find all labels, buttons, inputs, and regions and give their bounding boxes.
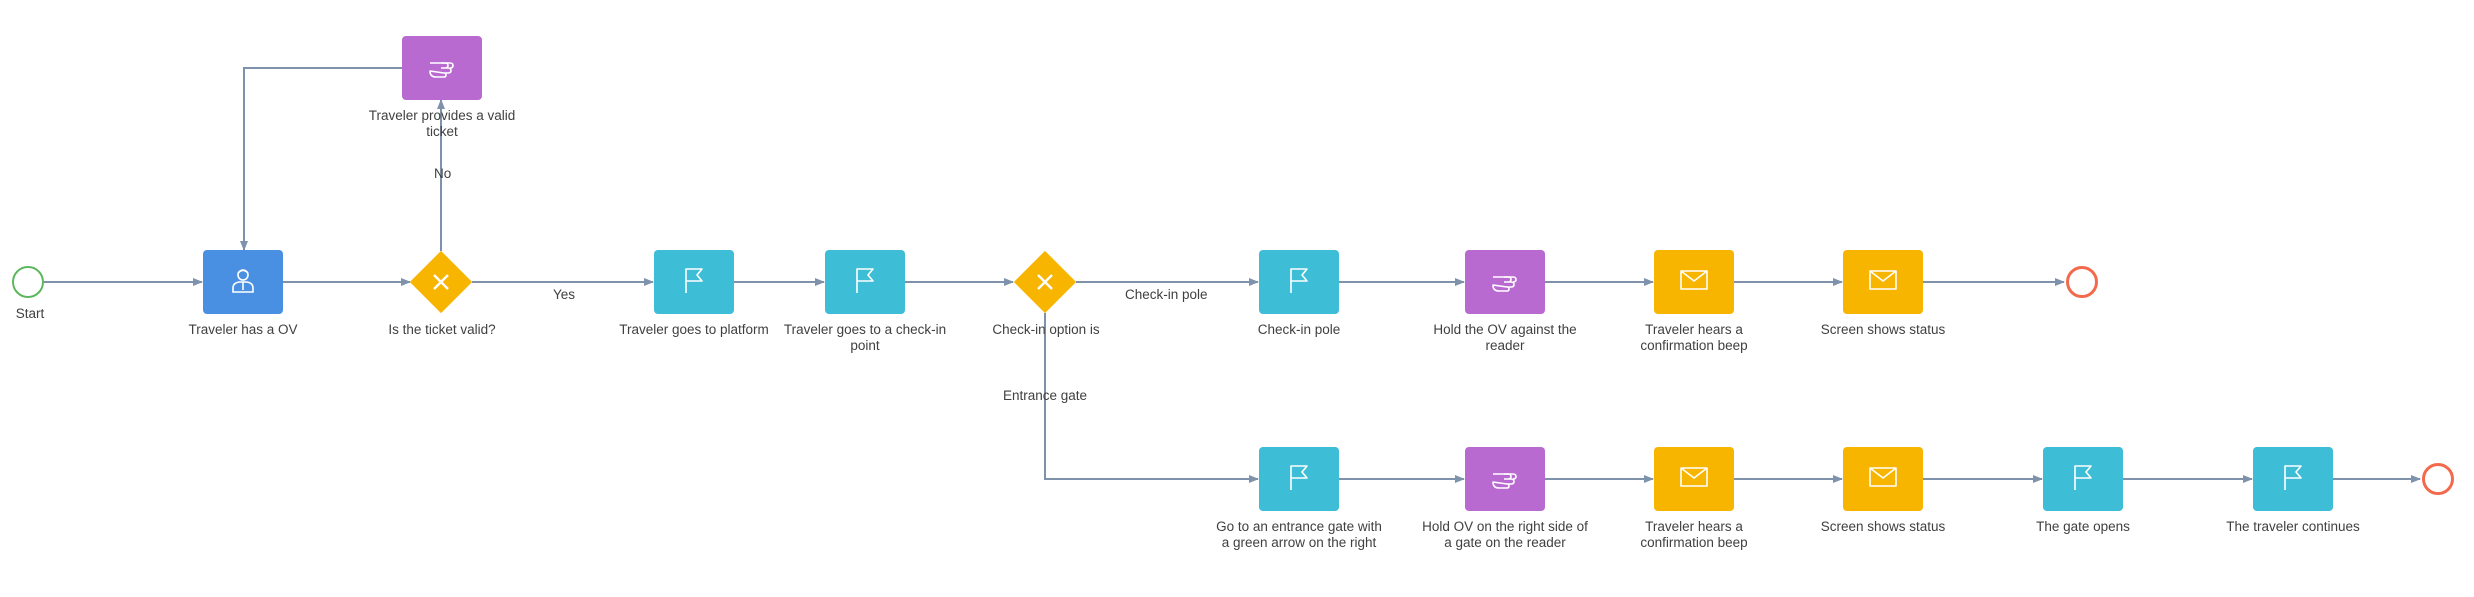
- task-traveler-continues-label: The traveler continues: [2226, 519, 2360, 534]
- flag-icon: [1286, 463, 1312, 496]
- flow-label-yes: Yes: [553, 287, 576, 302]
- task-goes-checkin-label: Traveler goes to a check-in point: [783, 322, 947, 353]
- start-label: Start: [15, 306, 45, 321]
- task-checkin-pole[interactable]: [1259, 250, 1339, 314]
- task-traveler-has-ov-label: Traveler has a OV: [188, 322, 298, 337]
- flag-icon: [2280, 463, 2306, 496]
- hand-pointer-icon: [1490, 265, 1520, 300]
- gateway-ticket-valid[interactable]: [409, 250, 473, 314]
- task-entrance-gate[interactable]: [1259, 447, 1339, 511]
- task-goes-checkin[interactable]: [825, 250, 905, 314]
- task-status-top-label: Screen shows status: [1820, 322, 1946, 337]
- flow-label-entrance-gate: Entrance gate: [1003, 388, 1088, 403]
- flag-icon: [852, 266, 878, 299]
- task-traveler-has-ov[interactable]: [203, 250, 283, 314]
- task-gate-opens-label: The gate opens: [2036, 519, 2130, 534]
- task-beep-bottom-label: Traveler hears a confirmation beep: [1640, 519, 1748, 550]
- flag-icon: [681, 266, 707, 299]
- task-provides-ticket[interactable]: [402, 36, 482, 100]
- start-event[interactable]: [12, 266, 44, 298]
- task-status-bottom[interactable]: [1843, 447, 1923, 511]
- envelope-icon: [1679, 466, 1709, 493]
- gateway-ticket-valid-label: Is the ticket valid?: [388, 322, 496, 337]
- task-provides-ticket-label: Traveler provides a valid ticket: [368, 108, 516, 139]
- exclusive-x-icon: [1034, 271, 1056, 293]
- task-goes-platform-label: Traveler goes to platform: [619, 322, 769, 337]
- hand-pointer-icon: [427, 51, 457, 86]
- flow-label-no: No: [434, 166, 452, 181]
- task-goes-platform[interactable]: [654, 250, 734, 314]
- flag-icon: [2070, 463, 2096, 496]
- task-entrance-gate-label: Go to an entrance gate with a green arro…: [1216, 519, 1382, 550]
- flow-label-checkin-pole: Check-in pole: [1125, 287, 1208, 302]
- flag-icon: [1286, 266, 1312, 299]
- gateway-checkin-option-label: Check-in option is: [992, 322, 1100, 337]
- task-hold-ov-gate[interactable]: [1465, 447, 1545, 511]
- task-status-top[interactable]: [1843, 250, 1923, 314]
- task-beep-top[interactable]: [1654, 250, 1734, 314]
- task-hold-ov-reader[interactable]: [1465, 250, 1545, 314]
- end-event-top[interactable]: [2066, 266, 2098, 298]
- envelope-icon: [1868, 269, 1898, 296]
- envelope-icon: [1679, 269, 1709, 296]
- user-icon: [229, 266, 257, 299]
- task-beep-bottom[interactable]: [1654, 447, 1734, 511]
- flow-option-to-entrance: [1044, 313, 1259, 483]
- flow-provide-to-ov: [240, 67, 402, 251]
- task-gate-opens[interactable]: [2043, 447, 2123, 511]
- exclusive-x-icon: [430, 271, 452, 293]
- envelope-icon: [1868, 466, 1898, 493]
- task-checkin-pole-label: Check-in pole: [1257, 322, 1341, 337]
- gateway-checkin-option[interactable]: [1013, 250, 1077, 314]
- end-event-bottom[interactable]: [2422, 463, 2454, 495]
- hand-pointer-icon: [1490, 462, 1520, 497]
- task-status-bottom-label: Screen shows status: [1820, 519, 1946, 534]
- task-traveler-continues[interactable]: [2253, 447, 2333, 511]
- task-hold-ov-gate-label: Hold OV on the right side of a gate on t…: [1422, 519, 1588, 550]
- task-beep-top-label: Traveler hears a confirmation beep: [1640, 322, 1748, 353]
- task-hold-ov-reader-label: Hold the OV against the reader: [1433, 322, 1577, 353]
